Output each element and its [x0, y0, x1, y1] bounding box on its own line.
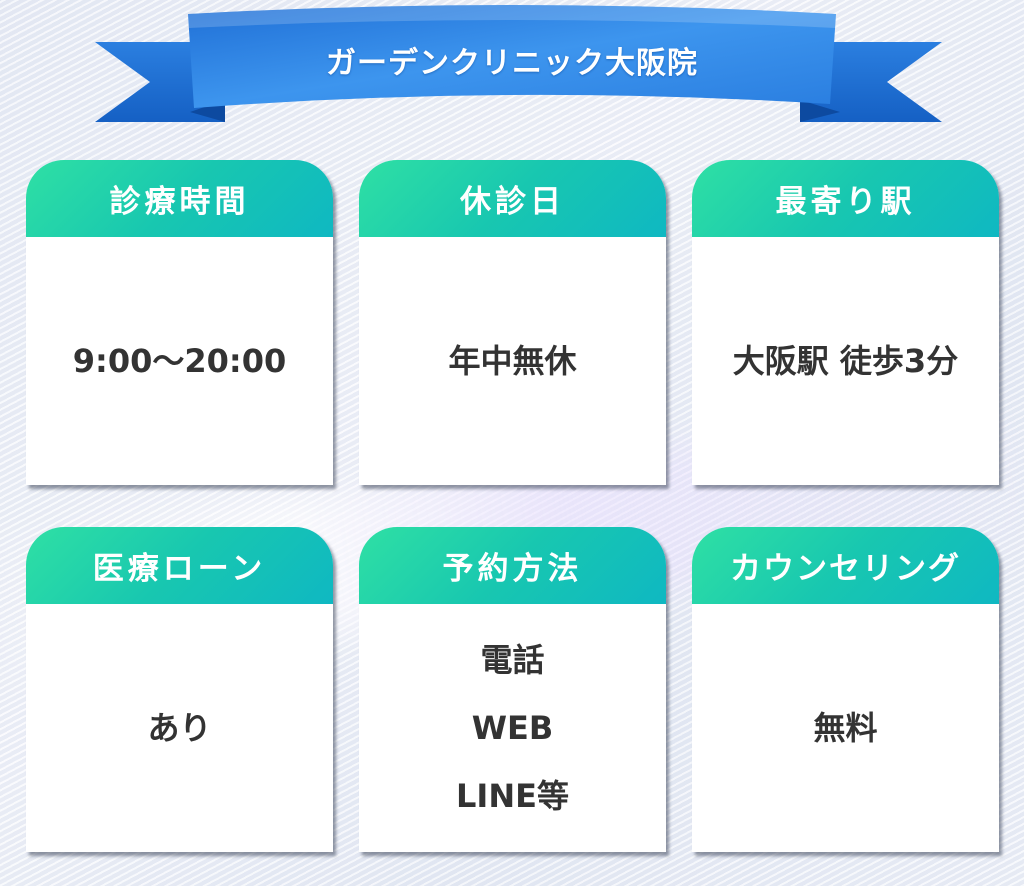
- card-heading: 予約方法: [359, 527, 666, 604]
- card-closed-days: 休診日 年中無休: [359, 160, 666, 485]
- card-value: 9:00〜20:00: [72, 342, 287, 380]
- card-body: あり: [26, 604, 333, 852]
- card-medical-loan: 医療ローン あり: [26, 527, 333, 852]
- card-value: 大阪駅 徒歩3分: [732, 342, 959, 380]
- card-heading: 休診日: [359, 160, 666, 237]
- card-value: 年中無休: [448, 342, 577, 380]
- ribbon-shape: [95, 5, 942, 122]
- card-reservation-method: 予約方法 電話 WEB LINE等: [359, 527, 666, 852]
- card-body: 無料: [692, 604, 999, 852]
- card-hours: 診療時間 9:00〜20:00: [26, 160, 333, 485]
- card-value: 無料: [813, 709, 878, 747]
- card-body: 9:00〜20:00: [26, 237, 333, 485]
- card-value-phone: 電話: [480, 641, 545, 679]
- card-value: あり: [147, 709, 212, 747]
- card-body: 年中無休: [359, 237, 666, 485]
- card-counseling: カウンセリング 無料: [692, 527, 999, 852]
- card-heading: 最寄り駅: [692, 160, 999, 237]
- card-heading: 医療ローン: [26, 527, 333, 604]
- card-body: 大阪駅 徒歩3分: [692, 237, 999, 485]
- card-nearest-station: 最寄り駅 大阪駅 徒歩3分: [692, 160, 999, 485]
- card-heading: 診療時間: [26, 160, 333, 237]
- card-heading: カウンセリング: [692, 527, 999, 604]
- card-body: 電話 WEB LINE等: [359, 604, 666, 852]
- card-value-line: LINE等: [456, 777, 569, 815]
- title-ribbon: ガーデンクリニック大阪院: [0, 0, 1024, 150]
- card-value-web: WEB: [471, 709, 554, 747]
- clinic-title: ガーデンクリニック大阪院: [326, 46, 698, 81]
